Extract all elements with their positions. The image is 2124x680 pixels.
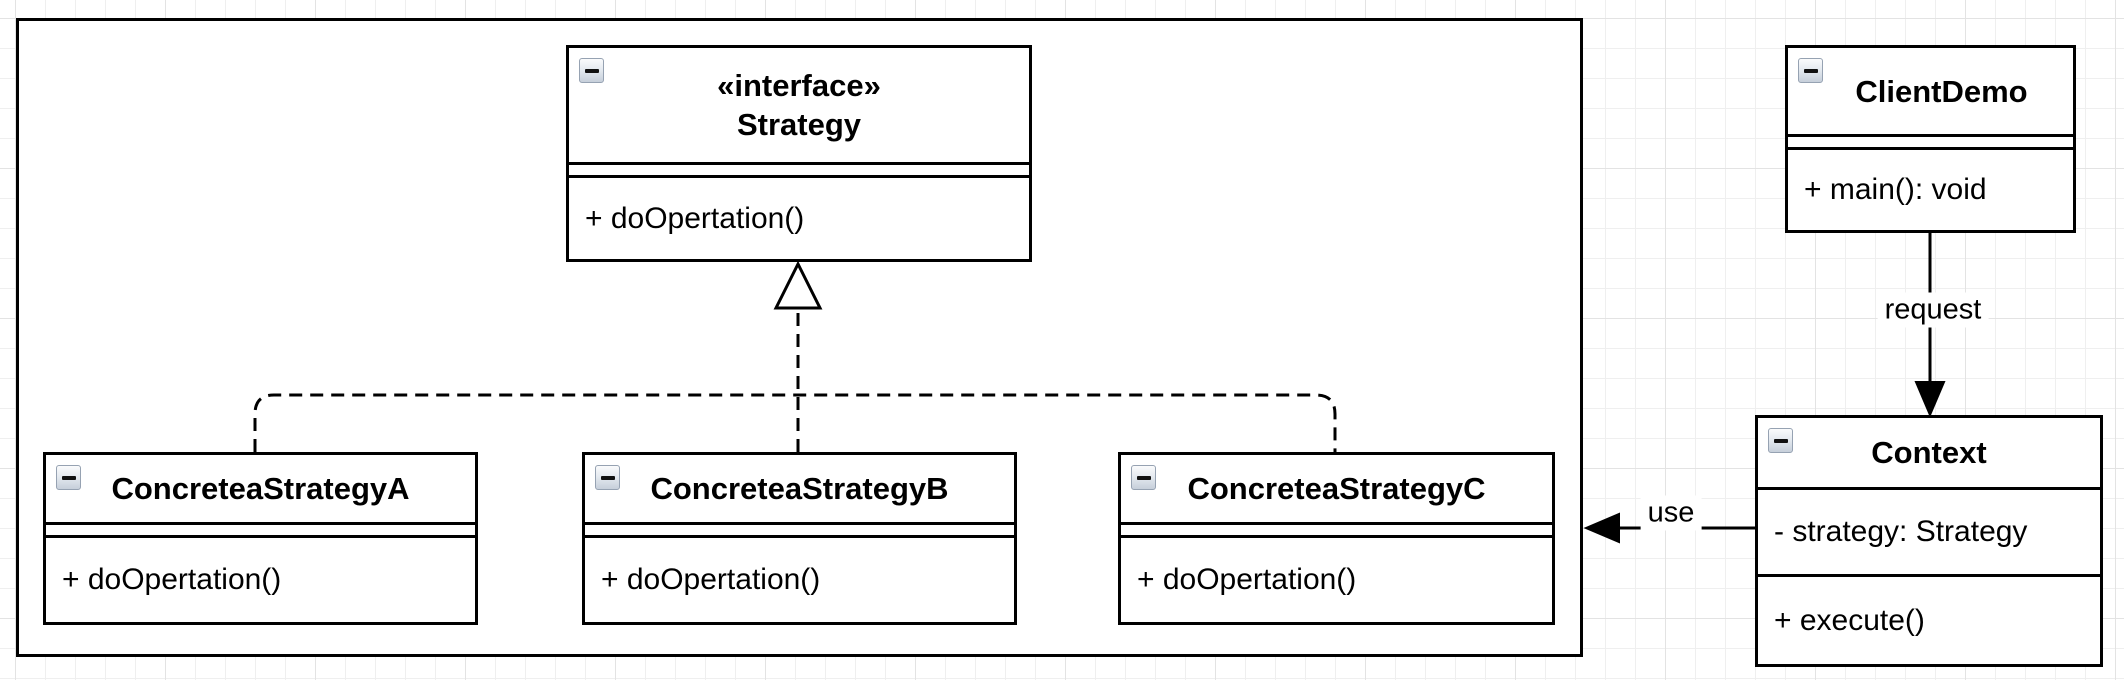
class-name: ConcreteaStrategyA — [111, 471, 410, 506]
collapse-icon[interactable] — [1768, 428, 1793, 453]
class-concretea-strategy-b[interactable]: ConcreteaStrategyB + doOpertation() — [582, 452, 1017, 625]
method-label: + doOpertation() — [1137, 563, 1357, 596]
filled-arrowhead-left — [1583, 512, 1620, 544]
method-label: + doOpertation() — [601, 563, 821, 596]
class-name: Strategy — [736, 107, 862, 142]
collapse-icon[interactable] — [56, 465, 81, 490]
class-name: Context — [1871, 435, 1987, 470]
empty-attributes-band — [1788, 137, 2073, 150]
class-client-demo[interactable]: ClientDemo + main(): void — [1785, 45, 2076, 233]
empty-attributes-band — [569, 165, 1029, 178]
empty-attributes-band — [585, 525, 1014, 538]
empty-attributes-band — [46, 525, 475, 538]
method-label: + doOpertation() — [585, 201, 805, 235]
edge-label-use[interactable]: use — [1640, 495, 1702, 531]
edge-label-request[interactable]: request — [1877, 292, 1989, 328]
collapse-icon[interactable] — [1131, 465, 1156, 490]
class-stereotype: «interface» — [717, 68, 881, 103]
class-name: ClientDemo — [1855, 73, 2028, 109]
class-strategy[interactable]: «interface» Strategy + doOpertation() — [566, 45, 1032, 262]
method-label: + execute() — [1774, 603, 1925, 637]
class-name: ConcreteaStrategyC — [1187, 471, 1486, 506]
class-title-block: «interface» Strategy — [717, 66, 881, 144]
collapse-icon[interactable] — [1798, 58, 1823, 83]
collapse-icon[interactable] — [579, 58, 604, 83]
hollow-triangle-arrowhead — [773, 260, 823, 310]
filled-arrowhead-down — [1914, 381, 1946, 418]
edge-realization[interactable] — [253, 260, 1337, 452]
collapse-icon[interactable] — [595, 465, 620, 490]
method-label: + main(): void — [1804, 173, 1987, 206]
empty-attributes-band — [1121, 525, 1552, 538]
class-concretea-strategy-c[interactable]: ConcreteaStrategyC + doOpertation() — [1118, 452, 1555, 625]
class-name: ConcreteaStrategyB — [650, 471, 949, 506]
class-context[interactable]: Context - strategy: Strategy + execute() — [1755, 415, 2103, 667]
class-concretea-strategy-a[interactable]: ConcreteaStrategyA + doOpertation() — [43, 452, 478, 625]
method-label: + doOpertation() — [62, 563, 282, 596]
attribute-label: - strategy: Strategy — [1774, 515, 2028, 548]
